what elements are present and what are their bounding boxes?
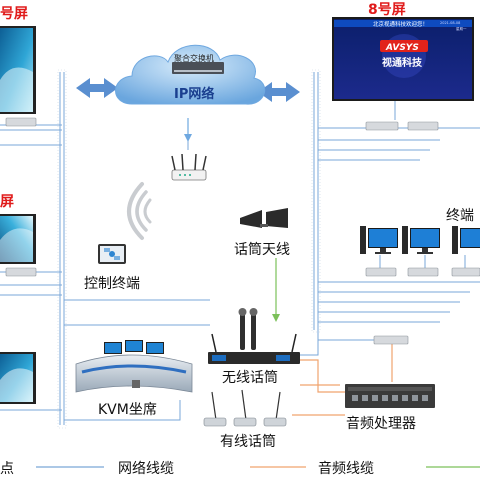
- extender-right-1: [365, 121, 399, 131]
- right-double-arrow: [258, 82, 300, 102]
- audio-processor-label: 音频处理器: [346, 415, 416, 432]
- network-label: IP网络: [174, 86, 214, 102]
- switch-label: 聚合交换机: [174, 53, 214, 63]
- legend: 点 网络线缆 音频线缆: [0, 460, 480, 477]
- terminal-label: 终端: [446, 208, 474, 224]
- audio-processor-device: [345, 384, 435, 408]
- screen-8-corner-right: 星期一: [456, 26, 467, 31]
- cloud-router-arrow: [184, 134, 192, 142]
- right-cable-bundle: [311, 69, 321, 333]
- extender-terminal-2: [407, 267, 439, 277]
- extender-left-2: [5, 267, 37, 277]
- network-cables: [0, 72, 480, 425]
- extender-left-1: [5, 117, 37, 127]
- wired-mic-bases: [203, 417, 287, 427]
- extender-audio: [373, 335, 409, 345]
- terminal-monitor-1: [360, 226, 398, 254]
- screen-8-label: 8号屏: [368, 2, 406, 18]
- kvm-seat-illustration: [75, 340, 193, 393]
- screen-8: [332, 17, 474, 101]
- wireless-mic-receiver: [208, 308, 300, 364]
- screen-8-corner-left: 2021-08-08: [440, 21, 460, 25]
- wireless-router: [171, 153, 207, 181]
- screen-mid-left: [0, 214, 36, 264]
- screen-top-left-label: 号屏: [0, 6, 28, 22]
- legend-audio-label: 音频线缆: [318, 460, 374, 477]
- extender-terminal-1: [365, 267, 397, 277]
- screen-mid-left-label: 屏: [0, 194, 14, 210]
- mic-antenna-icon: [240, 208, 288, 228]
- antenna-link-arrow: [272, 314, 280, 322]
- control-terminal-label: 控制终端: [84, 276, 140, 292]
- extender-terminal-3: [451, 267, 480, 277]
- screen-top-left: [0, 26, 36, 114]
- ip-network-cloud: [115, 44, 266, 105]
- wired-mic-icons: [211, 389, 281, 421]
- kvm-seat-label: KVM坐席: [98, 402, 157, 418]
- extender-right-2: [407, 121, 439, 131]
- screen-8-logo: AVSYS: [385, 43, 419, 53]
- screen-8-brand: 视通科技: [382, 56, 423, 69]
- aggregation-switch: [172, 62, 224, 74]
- terminal-monitor-2: [402, 226, 440, 254]
- wireless-mic-label: 无线话筒: [222, 369, 278, 386]
- left-cable-bundle: [57, 69, 67, 429]
- tablet-icon: [98, 244, 126, 264]
- wired-mic-label: 有线话筒: [220, 433, 276, 450]
- wifi-signal-icon: [127, 182, 152, 240]
- legend-node-suffix: 点: [0, 461, 14, 477]
- screen-8-welcome: 北京视通科技欢迎您！: [373, 20, 428, 28]
- audio-cables: [292, 342, 393, 416]
- terminal-monitor-3: [452, 226, 480, 254]
- screen-bottom-left: [0, 352, 36, 404]
- mic-antenna-label: 话筒天线: [234, 241, 290, 258]
- legend-network-label: 网络线缆: [118, 461, 174, 477]
- left-double-arrow: [76, 78, 118, 98]
